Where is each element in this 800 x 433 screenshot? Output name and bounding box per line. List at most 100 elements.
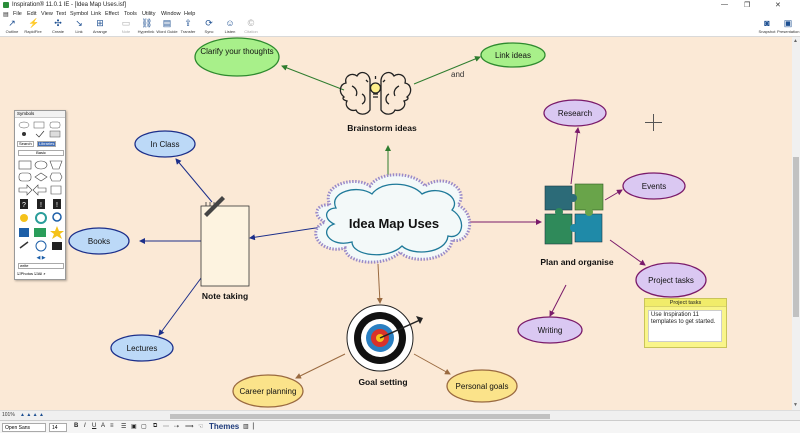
underline-button[interactable]: U — [92, 423, 97, 429]
outline-button[interactable]: ↗Outline — [5, 18, 19, 35]
bold-button[interactable]: B — [74, 423, 79, 429]
link-note-lectures[interactable] — [158, 269, 208, 336]
link-style-icon[interactable]: ⇢ — [174, 424, 180, 430]
restore-icon[interactable]: ❐ — [744, 2, 751, 9]
books-node[interactable]: Books — [68, 227, 130, 255]
minimize-icon[interactable]: — — [721, 1, 728, 8]
menu-symbol[interactable]: Symbol — [70, 11, 89, 17]
font-select[interactable]: Open Sans — [2, 423, 46, 432]
diagram-canvas[interactable]: and Idea Map Uses Brainstorm ideas Clari… — [0, 37, 792, 410]
presentation-button[interactable]: ▣Presentation — [777, 18, 800, 35]
spacing-icon[interactable]: ☰ — [121, 424, 127, 430]
search-icon[interactable]: ⌕ — [43, 271, 46, 276]
link-goal-personal[interactable] — [413, 353, 451, 375]
vertical-scrollbar[interactable]: ▲ ▼ — [792, 37, 800, 410]
project-tasks-note[interactable]: Project tasks Use Inspiration 11 templat… — [644, 298, 727, 348]
menu-edit[interactable]: Edit — [27, 11, 37, 17]
shape-tools[interactable] — [16, 120, 66, 140]
align-icon[interactable]: ≡ — [110, 423, 114, 429]
plan-topic[interactable]: Plan and organise — [540, 183, 614, 267]
link-plan-writing[interactable] — [549, 284, 567, 317]
note-button[interactable]: ▭Note — [121, 18, 131, 35]
tab-libraries[interactable]: Libraries — [37, 141, 57, 147]
theme-swatch-icon[interactable]: ▥ — [243, 424, 249, 430]
menu-window[interactable]: Window — [161, 11, 181, 17]
in-class-node[interactable]: In Class — [134, 130, 196, 158]
link-button[interactable]: ↘Link — [75, 18, 83, 35]
document-menu-icon[interactable]: ▤ — [3, 12, 9, 18]
vertical-scroll-thumb[interactable] — [793, 157, 799, 317]
link-plan-events[interactable] — [604, 189, 623, 201]
link-ideas-node[interactable]: Link ideas — [480, 42, 546, 68]
symbol-grid[interactable]: ? ! ! ◀ ▶ — [16, 158, 66, 262]
link-central-note[interactable] — [249, 226, 323, 241]
horizontal-scroll-thumb[interactable] — [170, 414, 550, 419]
line-style-icon[interactable]: ⋯ — [163, 424, 169, 430]
career-node[interactable]: Career planning — [232, 374, 304, 408]
menu-utility[interactable]: Utility — [142, 11, 156, 17]
tab-search[interactable]: Search — [17, 141, 34, 147]
zoom-controls-icon[interactable]: ▲ ▲ ▲ ▲ — [20, 412, 44, 418]
citation-button[interactable]: ©Citation — [244, 18, 258, 35]
link-brainstorm-clarify[interactable] — [281, 65, 345, 91]
link-plan-project[interactable] — [609, 239, 646, 266]
horizontal-scrollbar[interactable]: 101% ▲ ▲ ▲ ▲ — [0, 410, 800, 420]
note-taking-topic[interactable]: Note taking — [200, 196, 250, 301]
link-plan-research[interactable] — [570, 127, 581, 185]
zoom-level[interactable]: 101% — [2, 412, 15, 418]
menu-help[interactable]: Help — [184, 11, 196, 17]
events-node[interactable]: Events — [622, 172, 686, 200]
close-icon[interactable]: ✕ — [775, 2, 781, 9]
goal-topic[interactable]: Goal setting — [346, 304, 423, 387]
link-central-goal[interactable] — [376, 263, 383, 304]
listen-button[interactable]: ☺Listen — [224, 18, 236, 35]
brainstorm-topic[interactable]: Brainstorm ideas — [339, 71, 417, 133]
clarify-node[interactable]: Clarify your thoughts — [194, 37, 280, 77]
central-topic[interactable]: Idea Map Uses — [314, 173, 472, 264]
menu-view[interactable]: View — [41, 11, 53, 17]
word-guide-button[interactable]: ▤Word Guide — [156, 18, 178, 35]
scroll-up-icon[interactable]: ▲ — [793, 38, 798, 44]
note-body[interactable]: Use Inspiration 11 templates to get star… — [648, 310, 722, 342]
menu-text[interactable]: Text — [56, 11, 67, 17]
menu-effect[interactable]: Effect — [105, 11, 119, 17]
themes-button[interactable]: Themes — [209, 422, 240, 431]
research-node[interactable]: Research — [543, 99, 607, 127]
symbol-search-input[interactable]: write — [18, 263, 64, 269]
fill-color-icon[interactable]: ▣ — [131, 424, 137, 430]
theme-more-icon[interactable]: ▏ — [253, 424, 258, 430]
hand-icon[interactable]: ☜ — [198, 424, 204, 430]
svg-text:?: ? — [22, 202, 26, 209]
lectures-node[interactable]: Lectures — [110, 334, 174, 362]
goal-label: Goal setting — [358, 377, 407, 387]
arrange-button[interactable]: ⊞Arrange — [92, 18, 108, 35]
menu-tools[interactable]: Tools — [124, 11, 137, 17]
photos-checkbox[interactable]: ☑ — [17, 271, 21, 276]
project-tasks-node[interactable]: Project tasks — [635, 262, 707, 298]
writing-node[interactable]: Writing — [517, 316, 583, 344]
link-brainstorm-linkideas[interactable] — [413, 56, 481, 85]
link-label-and[interactable]: and — [451, 70, 464, 79]
sync-button[interactable]: ⟳Sync — [204, 18, 214, 35]
menu-file[interactable]: File — [13, 11, 22, 17]
writing-label: Writing — [538, 326, 563, 335]
arrow-style-icon[interactable]: ⟹ — [185, 424, 194, 430]
shadow-icon[interactable]: ⧉ — [153, 423, 158, 429]
italic-button[interactable]: I — [84, 423, 86, 429]
symbols-palette[interactable]: Symbols Search Libraries Basic ? ! ! — [14, 110, 66, 280]
font-size-select[interactable]: 14 — [49, 423, 67, 432]
create-button[interactable]: ✣Create — [51, 18, 64, 35]
text-color-icon[interactable]: A — [101, 423, 106, 429]
library-select[interactable]: Basic — [18, 150, 64, 156]
hyperlink-button[interactable]: ⛓Hyperlink — [137, 18, 155, 35]
scroll-down-icon[interactable]: ▼ — [793, 402, 798, 408]
link-note-inclass[interactable] — [175, 158, 213, 203]
transfer-button[interactable]: ⇪Transfer — [180, 18, 196, 35]
all-checkbox[interactable]: ☑ — [34, 271, 38, 276]
personal-node[interactable]: Personal goals — [446, 369, 518, 403]
line-color-icon[interactable]: ▢ — [141, 424, 147, 430]
menu-link[interactable]: Link — [91, 11, 102, 17]
link-goal-career[interactable] — [295, 353, 346, 379]
rapidfire-button[interactable]: ⚡RapidFire — [24, 18, 42, 35]
snapshot-button[interactable]: ◙Snapshot — [758, 18, 776, 35]
